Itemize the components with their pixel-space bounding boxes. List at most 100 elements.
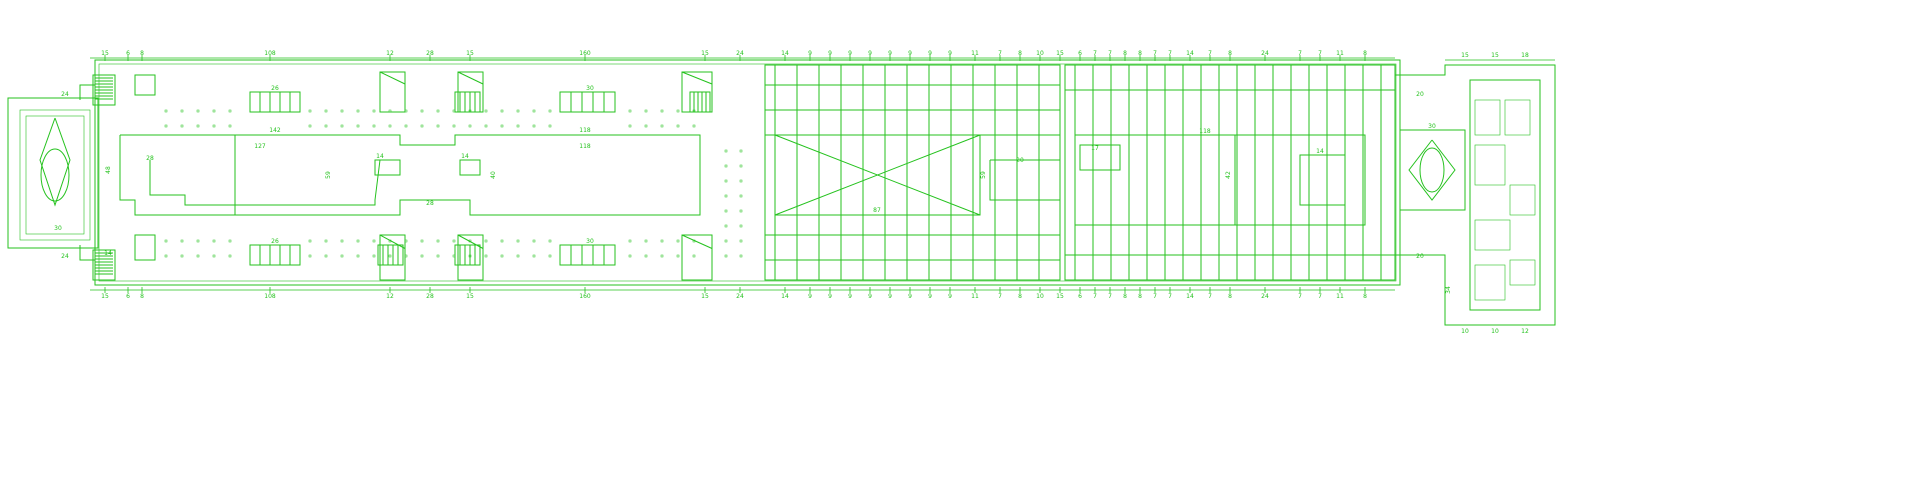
dim-top-19: 11 xyxy=(971,50,979,57)
east-room-5 xyxy=(1509,259,1536,286)
column-dot xyxy=(388,124,392,128)
column-dot xyxy=(484,254,488,258)
column-dot xyxy=(644,124,648,128)
column-dot xyxy=(660,124,664,128)
dim-inner-gap: 28 xyxy=(426,200,434,207)
dim-bottom-38: 8 xyxy=(1363,293,1367,300)
void-side-box xyxy=(989,159,1061,201)
column-dot xyxy=(739,224,743,228)
column-dot xyxy=(308,109,312,113)
column-dot xyxy=(724,179,728,183)
dim-inner-void_width: 87 xyxy=(873,207,881,214)
dim-inner-stair_lower_b: 30 xyxy=(586,238,594,245)
dim-top-18: 9 xyxy=(948,50,952,57)
column-dot xyxy=(420,109,424,113)
dim-inner-side_b: 48 xyxy=(105,166,112,174)
column-dot xyxy=(372,239,376,243)
column-dot xyxy=(468,239,472,243)
dim-bottom-3: 108 xyxy=(264,293,276,300)
stair-enclosure-diag xyxy=(457,71,484,85)
column-dot xyxy=(739,194,743,198)
column-dot xyxy=(308,239,312,243)
column-dot xyxy=(739,209,743,213)
dim-top-29: 7 xyxy=(1153,50,1157,57)
column-dot xyxy=(676,254,680,258)
dim-inner-void_height: 59 xyxy=(980,171,987,179)
column-dot xyxy=(436,239,440,243)
dim-inner-stair_upper_a: 26 xyxy=(271,85,279,92)
column-dot xyxy=(356,124,360,128)
column-dot xyxy=(484,124,488,128)
column-dot xyxy=(692,109,696,113)
stair-enclosure-5 xyxy=(681,234,713,281)
grid-zone-frame xyxy=(764,64,1061,281)
east-small-room xyxy=(1299,154,1346,206)
column-dot xyxy=(324,239,328,243)
column-dot xyxy=(452,239,456,243)
stair-enclosure-diag xyxy=(379,71,406,85)
dim-inner-west_entry: 24 xyxy=(61,91,69,98)
column-dot xyxy=(724,254,728,258)
column-dot xyxy=(452,124,456,128)
dim-bottom-11: 9 xyxy=(808,293,812,300)
east-rooms-frame xyxy=(1469,79,1541,311)
dim-bottom-4: 12 xyxy=(386,293,394,300)
dim-top-31: 14 xyxy=(1186,50,1194,57)
dim-top-34: 24 xyxy=(1261,50,1269,57)
column-dot xyxy=(212,109,216,113)
column-dot xyxy=(660,254,664,258)
column-dot xyxy=(548,124,552,128)
column-dot xyxy=(532,254,536,258)
dim-top-26: 7 xyxy=(1108,50,1112,57)
dim-bottom-20: 7 xyxy=(998,293,1002,300)
dim-inner-side_c: 59 xyxy=(325,171,332,179)
column-dot xyxy=(500,109,504,113)
column-dot xyxy=(452,109,456,113)
west-core-diamond xyxy=(39,117,71,207)
dim-right-bottom-2: 12 xyxy=(1521,328,1529,335)
column-dot xyxy=(340,109,344,113)
east-grid-frame xyxy=(1064,64,1396,281)
notch-right xyxy=(459,159,481,176)
dim-bottom-8: 15 xyxy=(701,293,709,300)
dim-inner-east_concourse: 118 xyxy=(1199,128,1211,135)
column-dot xyxy=(228,239,232,243)
dim-top-24: 6 xyxy=(1078,50,1082,57)
column-dot xyxy=(724,194,728,198)
east-core-oval xyxy=(1419,147,1445,193)
notch-left xyxy=(374,159,401,176)
column-dot xyxy=(164,124,168,128)
dim-top-3: 108 xyxy=(264,50,276,57)
column-dot xyxy=(196,254,200,258)
dim-inner-stair_lower_a: 26 xyxy=(271,238,279,245)
dim-top-14: 9 xyxy=(868,50,872,57)
column-dot xyxy=(212,239,216,243)
dim-top-12: 9 xyxy=(828,50,832,57)
dim-top-11: 9 xyxy=(808,50,812,57)
dim-bottom-27: 8 xyxy=(1123,293,1127,300)
column-dot xyxy=(324,254,328,258)
dim-inner-stair_upper_b: 30 xyxy=(586,85,594,92)
dim-bottom-24: 6 xyxy=(1078,293,1082,300)
column-dot xyxy=(420,254,424,258)
column-dot xyxy=(388,239,392,243)
column-dot xyxy=(180,109,184,113)
column-dot xyxy=(724,164,728,168)
dim-inner-east_small: 17 xyxy=(1091,145,1099,152)
column-dot xyxy=(724,239,728,243)
dim-bottom-29: 7 xyxy=(1153,293,1157,300)
west-entry-top xyxy=(79,60,96,100)
column-dot xyxy=(228,254,232,258)
west-entrance-inner xyxy=(19,109,91,241)
east-room-4 xyxy=(1474,219,1511,251)
west-stair-0 xyxy=(92,74,116,106)
column-dot xyxy=(676,124,680,128)
column-dot xyxy=(212,254,216,258)
column-dot xyxy=(372,124,376,128)
column-dot xyxy=(452,254,456,258)
column-dot xyxy=(532,124,536,128)
station-inner-wall xyxy=(98,63,1397,282)
column-dot xyxy=(628,239,632,243)
column-dot xyxy=(516,239,520,243)
east-core-frame xyxy=(1399,129,1466,211)
